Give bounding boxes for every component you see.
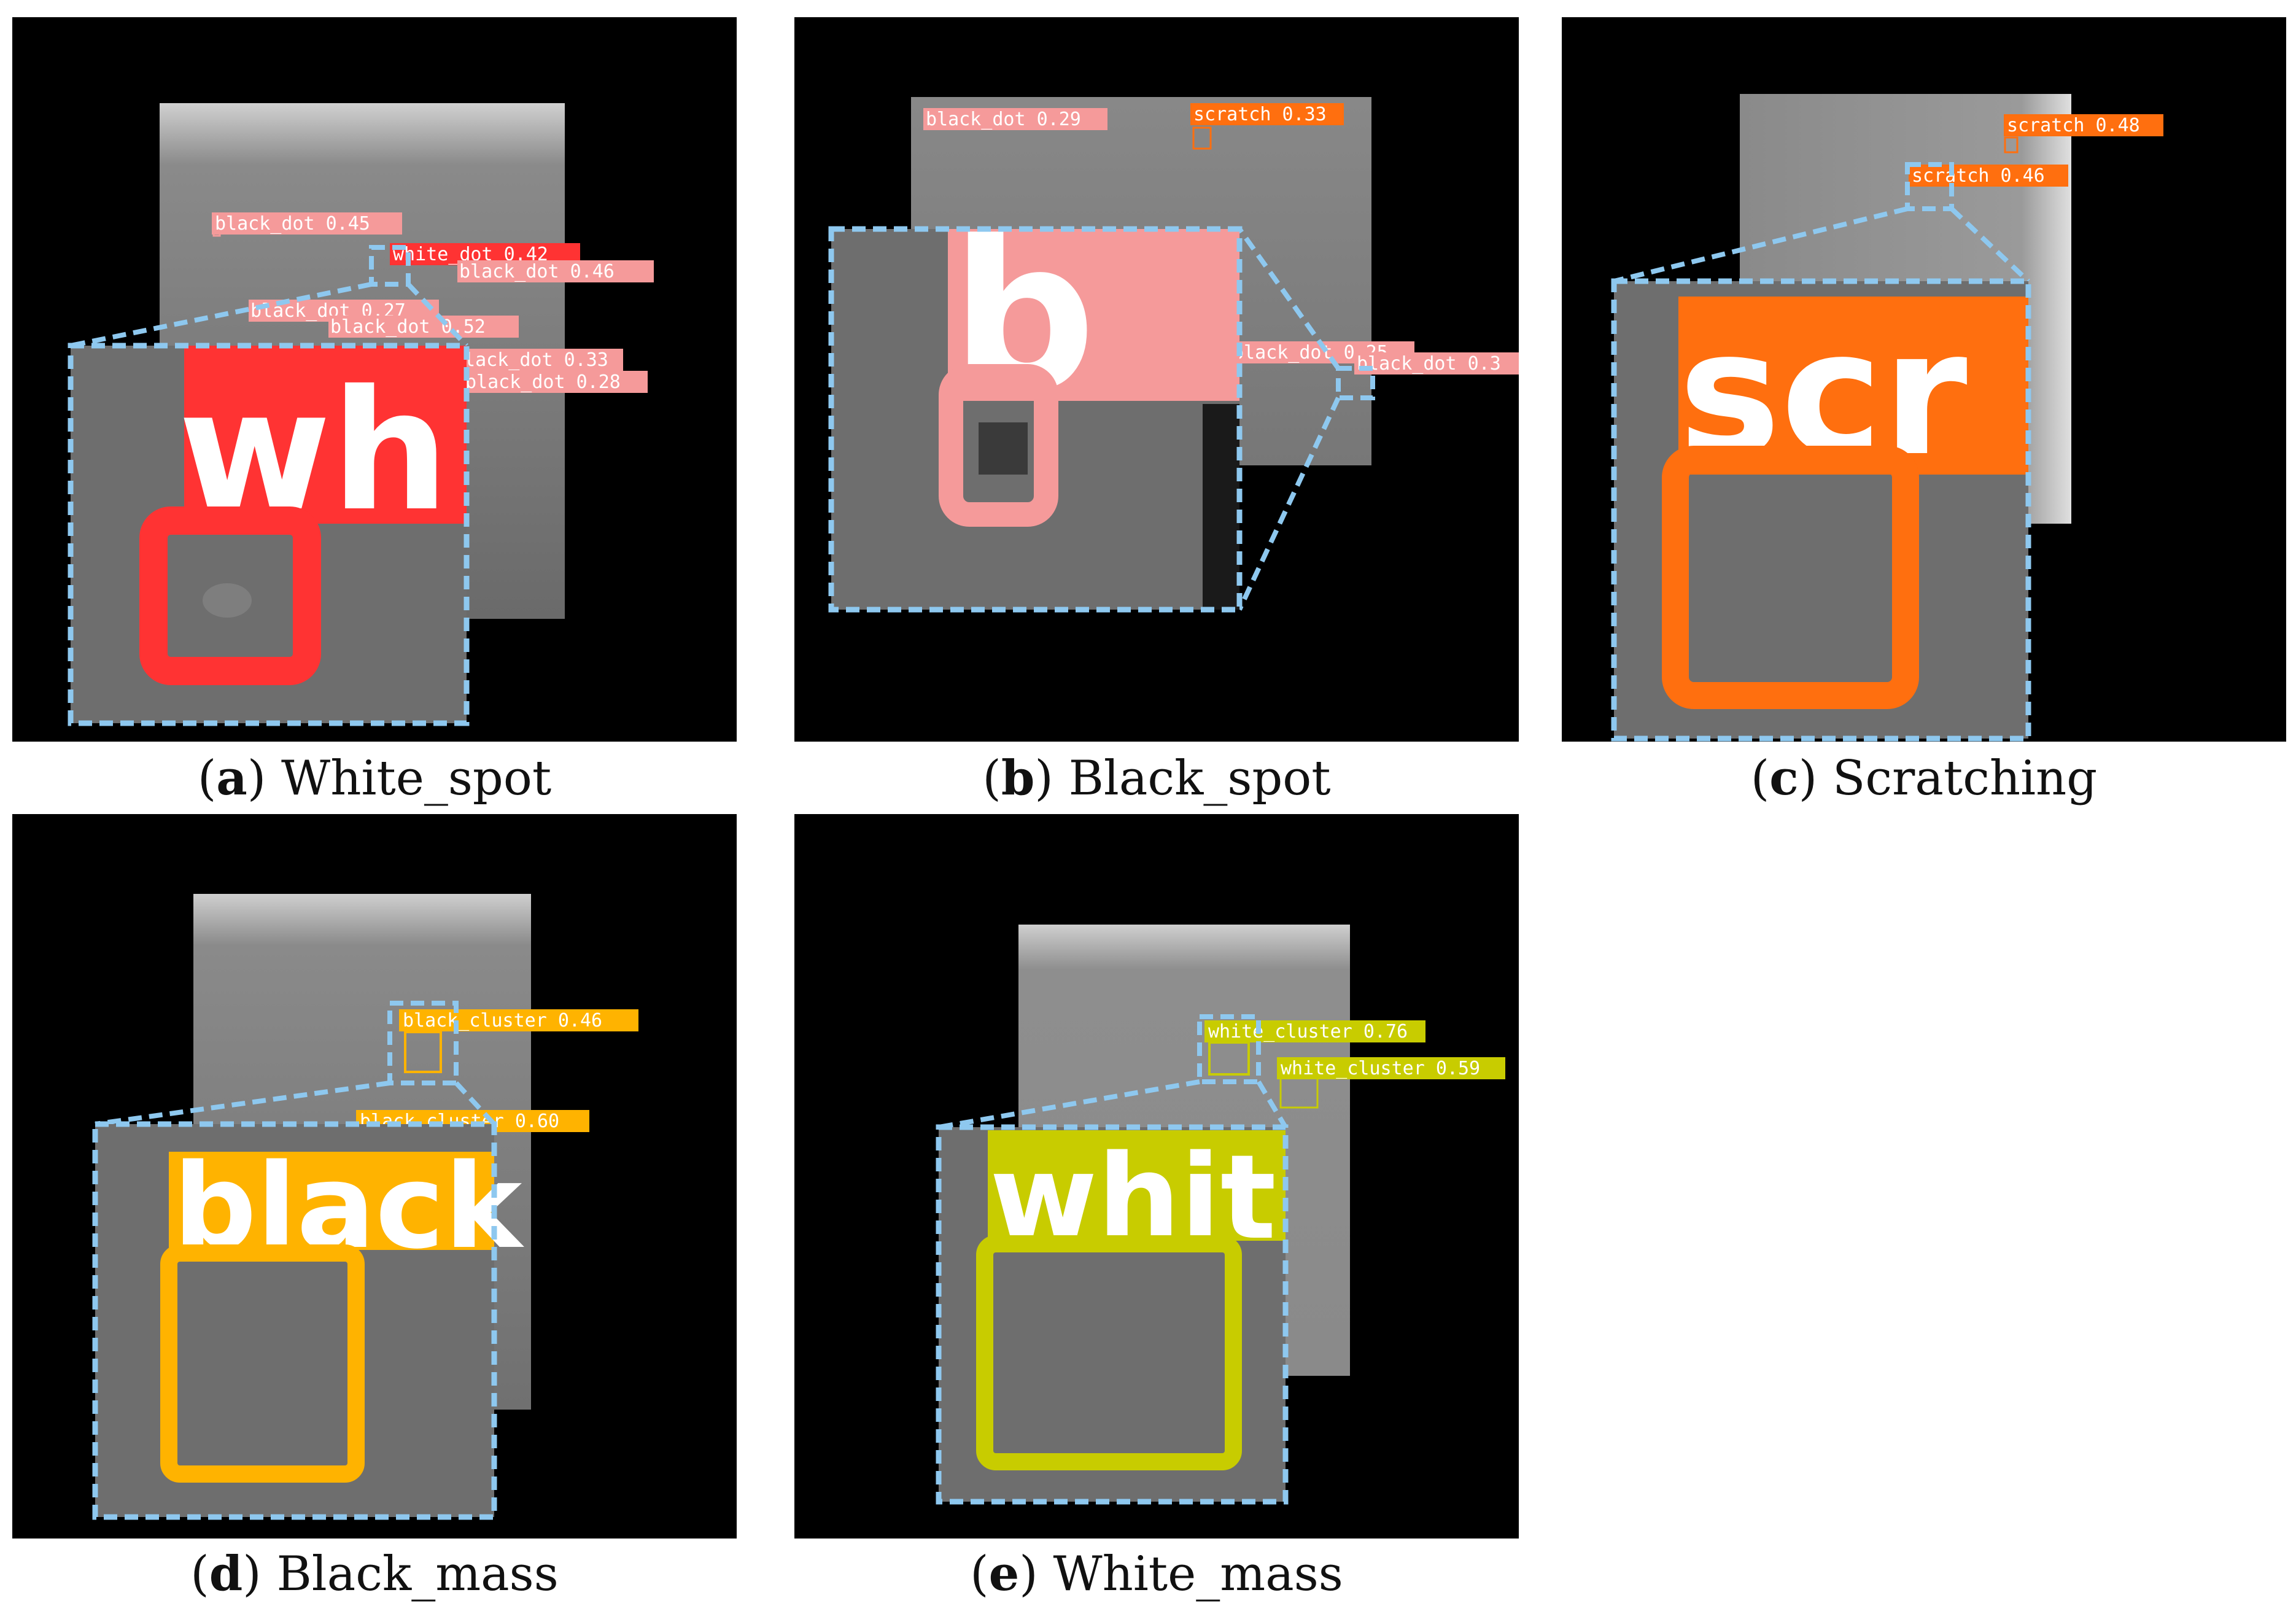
panel-b-image: black_dot 0.29 scratch 0.33 black_dot 0.… xyxy=(794,17,1519,742)
zoom-label-bg xyxy=(1678,297,2028,475)
zoom-inset: black xyxy=(92,1121,524,1520)
panel-d: black_cluster 0.46 black_cluster 0.60 bl… xyxy=(12,814,737,1539)
svg-text:black_dot 0.29: black_dot 0.29 xyxy=(926,109,1081,130)
zoom-inset: scr xyxy=(1611,278,2031,742)
zoom-label-bg xyxy=(169,1152,494,1250)
svg-text:black_dot 0.46: black_dot 0.46 xyxy=(459,261,615,282)
svg-text:black_dot 0.52: black_dot 0.52 xyxy=(330,316,486,338)
zoom-source-box xyxy=(1336,366,1375,400)
detection-label: white_cluster 0.59 xyxy=(1277,1057,1505,1079)
zoom-label-text: b xyxy=(951,198,1096,433)
zoom-source-box xyxy=(1905,162,1954,211)
svg-text:black_dot 0.33: black_dot 0.33 xyxy=(453,349,608,371)
panel-b: black_dot 0.29 scratch 0.33 black_dot 0.… xyxy=(794,17,1519,742)
zoom-source-box xyxy=(369,245,411,287)
panel-c-image: scratch 0.48 scratch 0.46 scr xyxy=(1562,17,2286,742)
caption-a: (a) White_spot xyxy=(197,750,552,806)
panel-d-image: black_cluster 0.46 black_cluster 0.60 bl… xyxy=(12,814,737,1539)
caption-e: (e) White_mass xyxy=(970,1546,1343,1602)
svg-text:scratch 0.48: scratch 0.48 xyxy=(2007,115,2140,136)
detection-label: scratch 0.46 xyxy=(1909,165,2068,187)
zoom-source-box xyxy=(387,1001,459,1085)
detection-label: black_dot 0.52 xyxy=(328,316,519,338)
svg-text:scratch 0.33: scratch 0.33 xyxy=(1193,104,1327,125)
svg-text:white_cluster 0.76: white_cluster 0.76 xyxy=(1208,1021,1408,1042)
detection-label: black_cluster 0.46 xyxy=(399,1009,638,1031)
zoom-label-bg xyxy=(184,346,467,524)
panel-e-image: white_cluster 0.76 white_cluster 0.59 wh… xyxy=(794,814,1519,1539)
svg-text:black_cluster 0.46: black_cluster 0.46 xyxy=(403,1010,602,1031)
panel-a-image: black_dot 0.45 white_dot 0.42 black_dot … xyxy=(12,17,737,742)
caption-b: (b) Black_spot xyxy=(982,750,1331,806)
detection-label: scratch 0.33 xyxy=(1190,103,1344,125)
detection-label: black_dot 0.46 xyxy=(457,260,654,282)
zoom-inset: b xyxy=(828,198,1243,613)
zoom-inset: whit xyxy=(936,1124,1289,1505)
caption-c: (c) Scratching xyxy=(1750,750,2098,806)
detection-label: black_dot 0.3 xyxy=(1354,352,1519,374)
detection-label: black_dot 0.33 xyxy=(451,349,623,371)
svg-text:black_dot 0.3: black_dot 0.3 xyxy=(1357,353,1501,374)
detection-label: scratch 0.48 xyxy=(2004,114,2163,136)
zoom-source-box xyxy=(1197,1014,1261,1084)
panel-e: white_cluster 0.76 white_cluster 0.59 wh… xyxy=(794,814,1519,1539)
svg-text:white_cluster 0.59: white_cluster 0.59 xyxy=(1281,1058,1480,1079)
svg-text:black_dot 0.28: black_dot 0.28 xyxy=(465,371,621,393)
detection-label: black_dot 0.28 xyxy=(463,371,648,393)
detection-label: black_dot 0.45 xyxy=(212,212,402,237)
svg-text:black_dot 0.45: black_dot 0.45 xyxy=(215,213,370,235)
detection-label: black_dot 0.29 xyxy=(923,108,1107,130)
svg-text:scratch 0.46: scratch 0.46 xyxy=(1912,165,2045,187)
detection-label: white_cluster 0.76 xyxy=(1204,1020,1425,1042)
caption-d: (d) Black_mass xyxy=(190,1546,559,1602)
panel-c: scratch 0.48 scratch 0.46 scr xyxy=(1562,17,2286,742)
zoom-inset: wh xyxy=(68,343,470,726)
panel-a: black_dot 0.45 white_dot 0.42 black_dot … xyxy=(12,17,737,742)
zoom-label-bg xyxy=(988,1130,1286,1241)
